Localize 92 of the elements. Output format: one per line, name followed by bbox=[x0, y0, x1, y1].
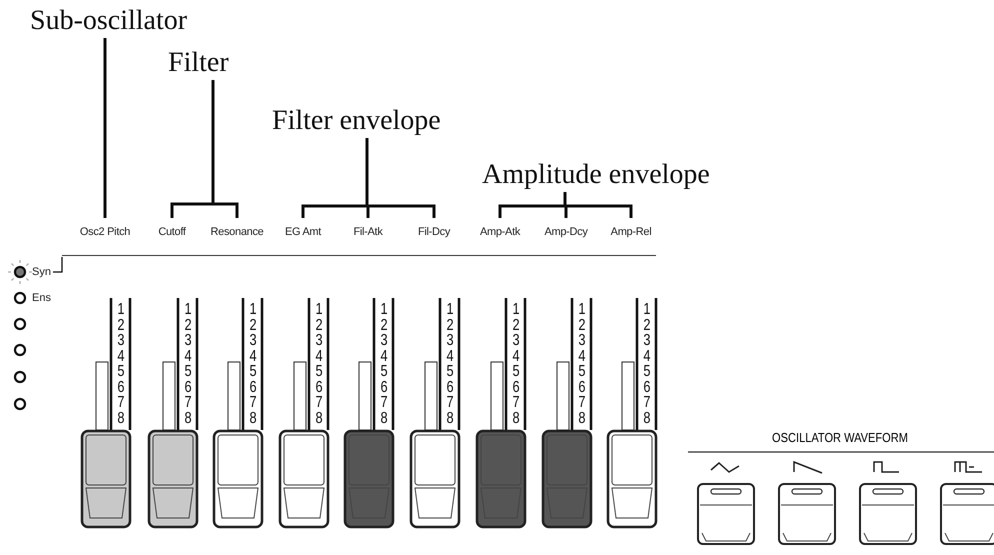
scale-number: 6 bbox=[183, 380, 193, 394]
scale-number: 4 bbox=[183, 348, 193, 364]
scale-number: 1 bbox=[116, 302, 126, 317]
scale-number: 8 bbox=[642, 410, 652, 426]
scale-number: 5 bbox=[642, 364, 652, 379]
scale-number: 4 bbox=[577, 348, 587, 364]
scale-number: 3 bbox=[314, 333, 324, 348]
scale-number: 7 bbox=[248, 395, 258, 410]
scale-number: 3 bbox=[379, 333, 389, 348]
scale-number: 6 bbox=[116, 380, 126, 394]
scale-number: 8 bbox=[183, 410, 193, 426]
scale-number: 4 bbox=[379, 348, 389, 364]
scale-number: 3 bbox=[511, 333, 521, 348]
drawbar-label: Fil-Atk bbox=[352, 226, 384, 238]
scale-number: 1 bbox=[642, 302, 652, 317]
drawbar-label: Amp-Rel bbox=[610, 226, 652, 238]
drawbar-label: Cutoff bbox=[157, 226, 187, 238]
scale-number: 7 bbox=[116, 395, 126, 410]
scale-number: 2 bbox=[248, 318, 258, 332]
scale-number: 5 bbox=[379, 364, 389, 379]
scale-number: 4 bbox=[314, 348, 324, 364]
scale-number: 2 bbox=[642, 318, 652, 332]
scale-number: 4 bbox=[642, 348, 652, 364]
scale-number: 4 bbox=[445, 348, 455, 364]
scale-number: 2 bbox=[379, 318, 389, 332]
scale-number: 8 bbox=[116, 410, 126, 426]
scale-number: 3 bbox=[183, 333, 193, 348]
led-label: Ens bbox=[32, 291, 51, 306]
scale-number: 6 bbox=[379, 380, 389, 394]
scale-number: 3 bbox=[642, 333, 652, 348]
scale-number: 7 bbox=[445, 395, 455, 410]
scale-number: 3 bbox=[116, 333, 126, 348]
scale-number: 4 bbox=[116, 348, 126, 364]
scale-number: 7 bbox=[642, 395, 652, 410]
scale-number: 1 bbox=[248, 302, 258, 317]
scale-number: 5 bbox=[116, 364, 126, 379]
scale-number: 8 bbox=[511, 410, 521, 426]
section-heading: Amplitude envelope bbox=[482, 158, 757, 192]
scale-number: 8 bbox=[577, 410, 587, 426]
scale-number: 6 bbox=[445, 380, 455, 394]
scale-number: 8 bbox=[379, 410, 389, 426]
scale-number: 5 bbox=[248, 364, 258, 379]
scale-number: 1 bbox=[314, 302, 324, 317]
scale-number: 1 bbox=[577, 302, 587, 317]
scale-number: 6 bbox=[642, 380, 652, 394]
scale-number: 3 bbox=[445, 333, 455, 348]
bus-line bbox=[62, 255, 656, 256]
scale-number: 6 bbox=[577, 380, 587, 394]
drawbar-label: Osc2 Pitch bbox=[78, 226, 132, 238]
leader-line bbox=[104, 38, 106, 218]
scale-number: 2 bbox=[183, 318, 193, 332]
scale-number: 5 bbox=[445, 364, 455, 379]
scale-number: 1 bbox=[379, 302, 389, 317]
scale-number: 6 bbox=[248, 380, 258, 394]
scale-number: 7 bbox=[183, 395, 193, 410]
scale-number: 8 bbox=[445, 410, 455, 426]
scale-number: 5 bbox=[511, 364, 521, 379]
section-heading: Filter envelope bbox=[272, 104, 472, 138]
scale-number: 1 bbox=[183, 302, 193, 317]
leader-line bbox=[212, 80, 238, 218]
section-heading: Sub-oscillator bbox=[30, 4, 190, 38]
scale-number: 7 bbox=[511, 395, 521, 410]
scale-number: 6 bbox=[511, 380, 521, 394]
scale-number: 7 bbox=[314, 395, 324, 410]
section-heading: Filter bbox=[168, 46, 258, 80]
scale-number: 2 bbox=[445, 318, 455, 332]
scale-number: 8 bbox=[314, 410, 324, 426]
scale-number: 4 bbox=[511, 348, 521, 364]
scale-number: 5 bbox=[577, 364, 587, 379]
drawbar-label: Resonance bbox=[210, 226, 264, 238]
scale-number: 5 bbox=[314, 364, 324, 379]
drawbar-label: Fil-Dcy bbox=[416, 226, 452, 238]
drawbar-label: Amp-Atk bbox=[478, 226, 522, 238]
scale-number: 6 bbox=[314, 380, 324, 394]
scale-number: 4 bbox=[248, 348, 258, 364]
scale-number: 8 bbox=[248, 410, 258, 426]
scale-number: 2 bbox=[314, 318, 324, 332]
scale-number: 7 bbox=[577, 395, 587, 410]
scale-number: 3 bbox=[248, 333, 258, 348]
scale-number: 1 bbox=[511, 302, 521, 317]
scale-number: 2 bbox=[577, 318, 587, 332]
drawbar-label: Amp-Dcy bbox=[543, 226, 589, 238]
scale-number: 5 bbox=[183, 364, 193, 379]
scale-number: 7 bbox=[379, 395, 389, 410]
section-label: OSCILLATOR WAVEFORM bbox=[771, 430, 909, 445]
leader-line bbox=[52, 257, 63, 273]
drawbar-label: EG Amt bbox=[284, 226, 322, 238]
scale-number: 2 bbox=[511, 318, 521, 332]
led-label: Syn bbox=[32, 265, 51, 280]
scale-number: 1 bbox=[445, 302, 455, 317]
scale-number: 2 bbox=[116, 318, 126, 332]
scale-number: 3 bbox=[577, 333, 587, 348]
